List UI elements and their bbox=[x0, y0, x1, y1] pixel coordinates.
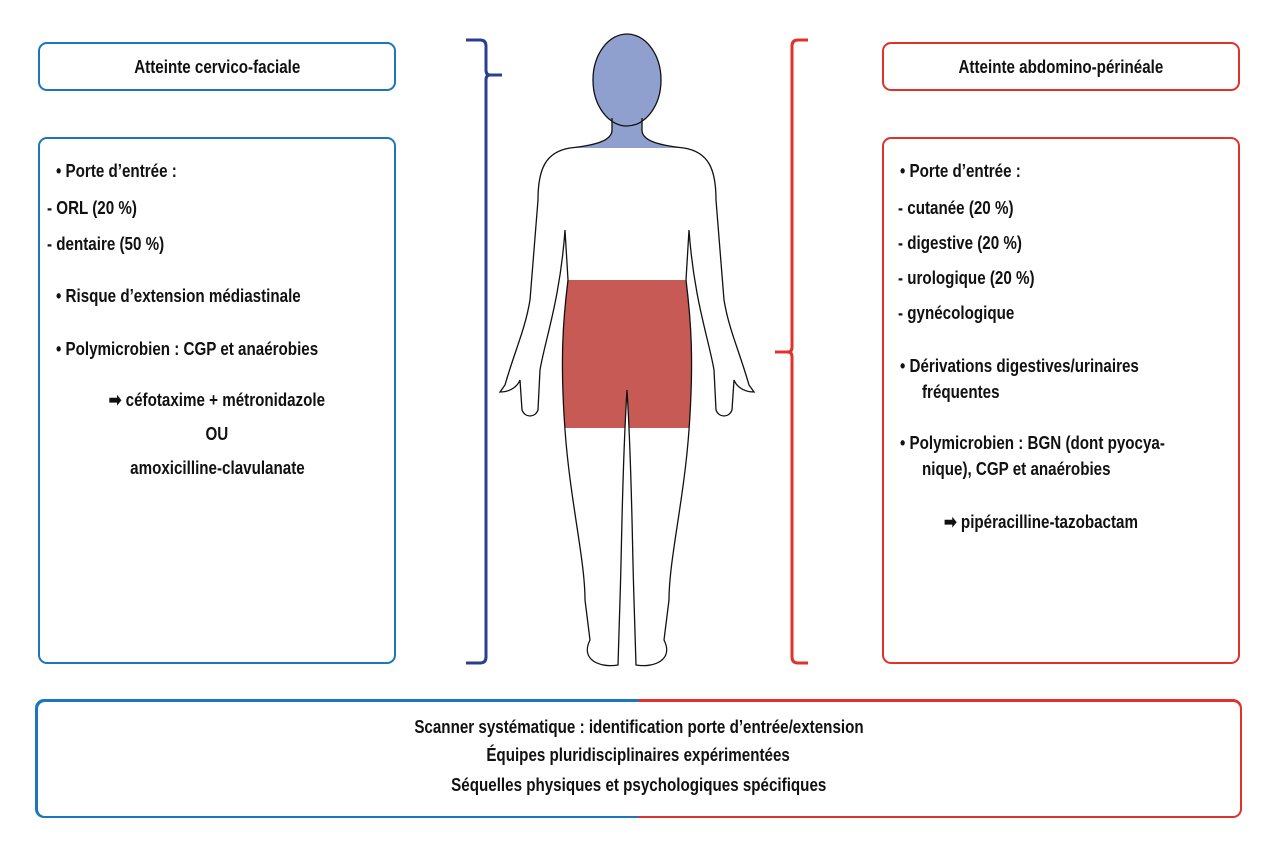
cervico-faciale-title-box: Atteinte cervico-faciale bbox=[38, 42, 396, 91]
abdomino-perineale-content-box: • Porte d’entrée : - cutanée (20 %) - di… bbox=[882, 137, 1240, 664]
left-treatment-or: OU bbox=[205, 423, 229, 444]
right-line: • Polymicrobien : BGN (dont pyocya- bbox=[900, 432, 1165, 453]
cervico-faciale-content-box: • Porte d’entrée : - ORL (20 %) - dentai… bbox=[38, 137, 396, 664]
summary-line-sequelae: Séquelles physiques et psychologiques sp… bbox=[450, 773, 827, 795]
cervico-faciale-title: Atteinte cervico-faciale bbox=[133, 55, 301, 77]
abdomino-bracket bbox=[775, 38, 808, 665]
head-outline bbox=[592, 33, 662, 127]
abdomino-perineale-title: Atteinte abdomino-périnéale bbox=[958, 55, 1164, 77]
pelvis-region-fill bbox=[560, 280, 694, 428]
summary-box: Scanner systématique : identification po… bbox=[35, 699, 1242, 818]
cervico-bracket bbox=[466, 38, 502, 665]
left-line: - ORL (20 %) bbox=[47, 197, 137, 218]
right-line: nique), CGP et anaérobies bbox=[922, 458, 1111, 479]
left-treatment-2: amoxicilline-clavulanate bbox=[129, 457, 305, 478]
right-treatment: ➡ pipéracilline-tazobactam bbox=[944, 511, 1138, 532]
right-line: • Dérivations digestives/urinaires bbox=[900, 355, 1139, 376]
left-line: • Porte d’entrée : bbox=[56, 160, 177, 181]
left-line: • Risque d’extension médiastinale bbox=[56, 285, 301, 306]
right-line: - digestive (20 %) bbox=[898, 232, 1022, 253]
body-outline bbox=[498, 118, 756, 667]
right-line: • Porte d’entrée : bbox=[900, 160, 1021, 181]
summary-line-scanner: Scanner systématique : identification po… bbox=[413, 715, 864, 737]
left-treatment-1: ➡ céfotaxime + métronidazole bbox=[108, 389, 326, 410]
summary-line-teams: Équipes pluridisciplinaires expérimentée… bbox=[486, 743, 791, 765]
right-line: - gynécologique bbox=[898, 302, 1015, 323]
left-line: • Polymicrobien : CGP et anaérobies bbox=[56, 338, 319, 359]
right-line: - urologique (20 %) bbox=[898, 267, 1035, 288]
right-line: fréquentes bbox=[922, 381, 1000, 402]
abdomino-perineale-title-box: Atteinte abdomino-périnéale bbox=[882, 42, 1240, 91]
body-silhouette bbox=[498, 33, 756, 667]
head-region-fill bbox=[500, 34, 754, 148]
left-line: - dentaire (50 %) bbox=[47, 233, 165, 254]
right-line: - cutanée (20 %) bbox=[898, 197, 1014, 218]
